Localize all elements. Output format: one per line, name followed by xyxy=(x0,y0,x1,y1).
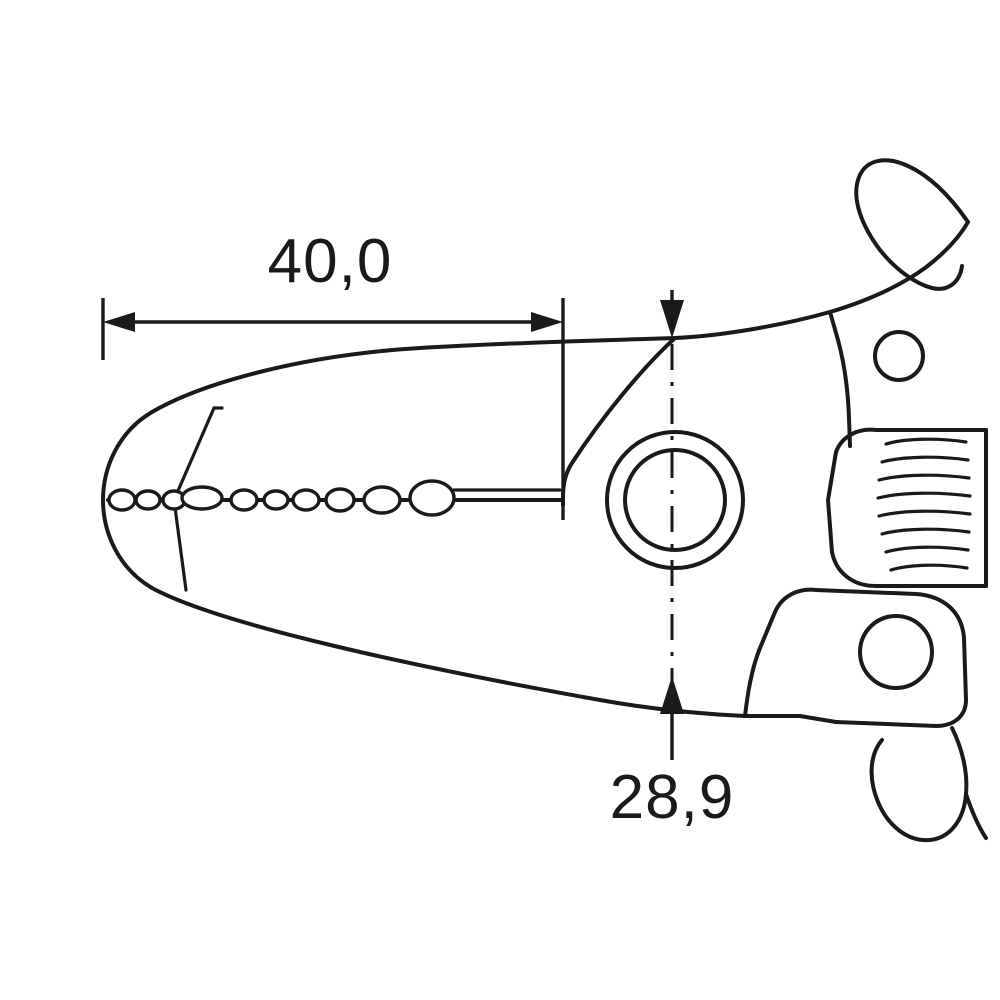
grip-bottom-tail xyxy=(964,792,988,840)
bead xyxy=(291,488,321,512)
dimension-289-group: 28,9 xyxy=(610,290,735,832)
pivot-inner-circle xyxy=(623,448,727,552)
jaw-facet-upper xyxy=(172,406,216,502)
tooth xyxy=(877,473,971,482)
grip-top-outline xyxy=(854,158,970,291)
dimension-40-group: 40,0 xyxy=(101,227,565,520)
rivet-circle-lower xyxy=(858,614,934,690)
lower-right-block-edge xyxy=(798,714,838,724)
dimension-label-height: 28,9 xyxy=(610,763,735,832)
bead xyxy=(408,479,456,517)
bead xyxy=(362,485,402,515)
arrow-head-right xyxy=(531,312,563,332)
lower-jaw-inner-edge xyxy=(743,610,777,718)
rivet-circle-upper xyxy=(873,330,925,382)
bead xyxy=(229,488,259,512)
arrow-head-top xyxy=(660,300,684,338)
tooth xyxy=(876,491,972,500)
grip-bottom-outline xyxy=(869,726,969,843)
bead xyxy=(107,488,137,512)
dimension-label-length: 40,0 xyxy=(268,227,393,296)
serrated-block-outline xyxy=(826,427,988,588)
tooth xyxy=(877,509,972,518)
pivot-outer-circle xyxy=(605,430,745,570)
handle-root-outline xyxy=(828,310,852,448)
tooth xyxy=(884,437,968,446)
arrow-head-bottom xyxy=(660,676,684,714)
jaw-facet-lower xyxy=(172,498,188,592)
serration-teeth-group xyxy=(876,437,972,572)
bead-chain-group xyxy=(107,479,562,517)
tooth xyxy=(880,455,970,464)
tooth xyxy=(880,527,971,536)
bead xyxy=(262,489,290,511)
bead xyxy=(134,489,162,511)
upper-jaw-inner-edge xyxy=(561,336,677,507)
arrow-head-left xyxy=(103,312,135,332)
bead xyxy=(324,487,356,513)
lower-jaw-outline xyxy=(101,498,802,718)
tooth xyxy=(889,563,969,572)
tooth xyxy=(884,545,970,554)
handle-root-right-edge xyxy=(923,220,970,270)
lower-right-block-outline xyxy=(773,587,968,728)
tool-outline-group xyxy=(101,158,988,843)
upper-jaw-outline xyxy=(101,266,927,502)
bead xyxy=(180,485,224,511)
